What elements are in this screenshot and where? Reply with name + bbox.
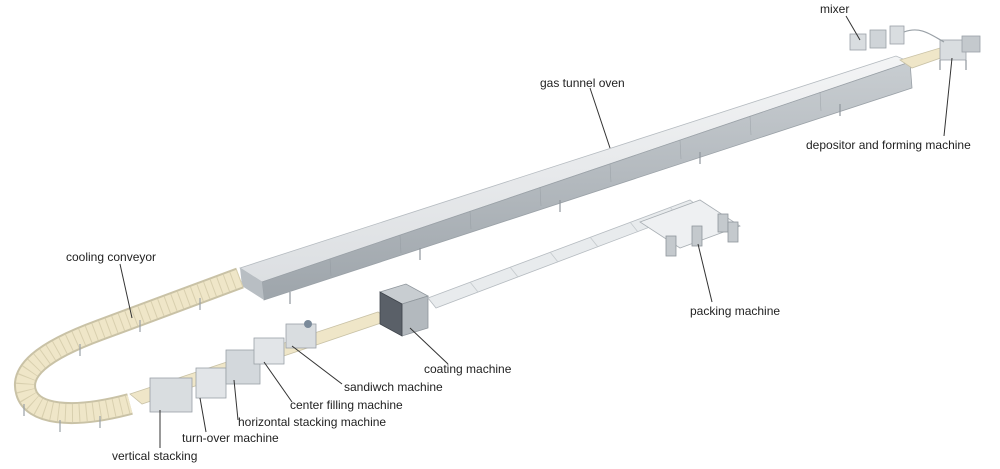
label-center-filling: center filling machine xyxy=(290,398,403,412)
leader-sandwich xyxy=(291,345,343,385)
depositor-forming-machine xyxy=(899,35,981,70)
packing-head-3 xyxy=(717,213,729,233)
leader-lines xyxy=(119,15,953,448)
label-cooling-conveyor: cooling conveyor xyxy=(66,250,157,264)
leader-oven xyxy=(589,87,611,149)
label-vertical-stacking: vertical stacking xyxy=(112,449,198,463)
center-filling-unit xyxy=(253,337,285,365)
leader-cooling xyxy=(119,263,133,319)
gas-tunnel-oven xyxy=(239,55,913,304)
mixer-pipe xyxy=(903,29,945,43)
leader-turn-over xyxy=(199,397,207,433)
leader-center-filling xyxy=(263,361,293,403)
coating-side xyxy=(379,291,403,337)
depositor-hopper xyxy=(961,35,981,53)
leader-horizontal xyxy=(233,379,239,421)
packing-head-2 xyxy=(691,225,703,247)
leader-depositor xyxy=(943,57,953,137)
vertical-stacking-unit xyxy=(149,377,193,413)
mixer-tank-1 xyxy=(849,33,867,51)
coating-machine-unit xyxy=(378,283,430,337)
leader-coating xyxy=(409,327,449,365)
oven-end-cap xyxy=(240,268,264,300)
cooling-conveyor-legs xyxy=(23,298,201,432)
label-turn-over: turn-over machine xyxy=(182,431,279,445)
label-packing-machine: packing machine xyxy=(690,304,781,318)
label-gas-tunnel-oven: gas tunnel oven xyxy=(540,76,625,90)
label-depositor-forming: depositor and forming machine xyxy=(806,138,971,152)
oven-legs xyxy=(289,104,841,304)
turn-over-unit xyxy=(195,367,227,399)
packing-head-1 xyxy=(665,235,677,257)
leader-mixer xyxy=(845,15,861,41)
packing-head-4 xyxy=(727,221,739,243)
packing-machine-unit xyxy=(639,199,741,257)
sandwich-unit xyxy=(285,323,317,349)
mixer-tank-2 xyxy=(869,29,887,49)
mixer-unit xyxy=(849,25,945,51)
label-coating-machine: coating machine xyxy=(424,362,512,376)
processing-line xyxy=(129,311,391,413)
leader-packing xyxy=(697,243,713,303)
oven-panel-seams xyxy=(329,91,822,277)
cooling-conveyor xyxy=(14,267,244,432)
mixer-tank-3 xyxy=(889,25,905,45)
label-sandwich-machine: sandiwch machine xyxy=(344,380,443,394)
sandwich-motor xyxy=(304,320,312,328)
label-mixer: mixer xyxy=(820,2,850,16)
label-horizontal-stacking: horizontal stacking machine xyxy=(238,415,387,429)
oven-front-face xyxy=(261,61,913,301)
